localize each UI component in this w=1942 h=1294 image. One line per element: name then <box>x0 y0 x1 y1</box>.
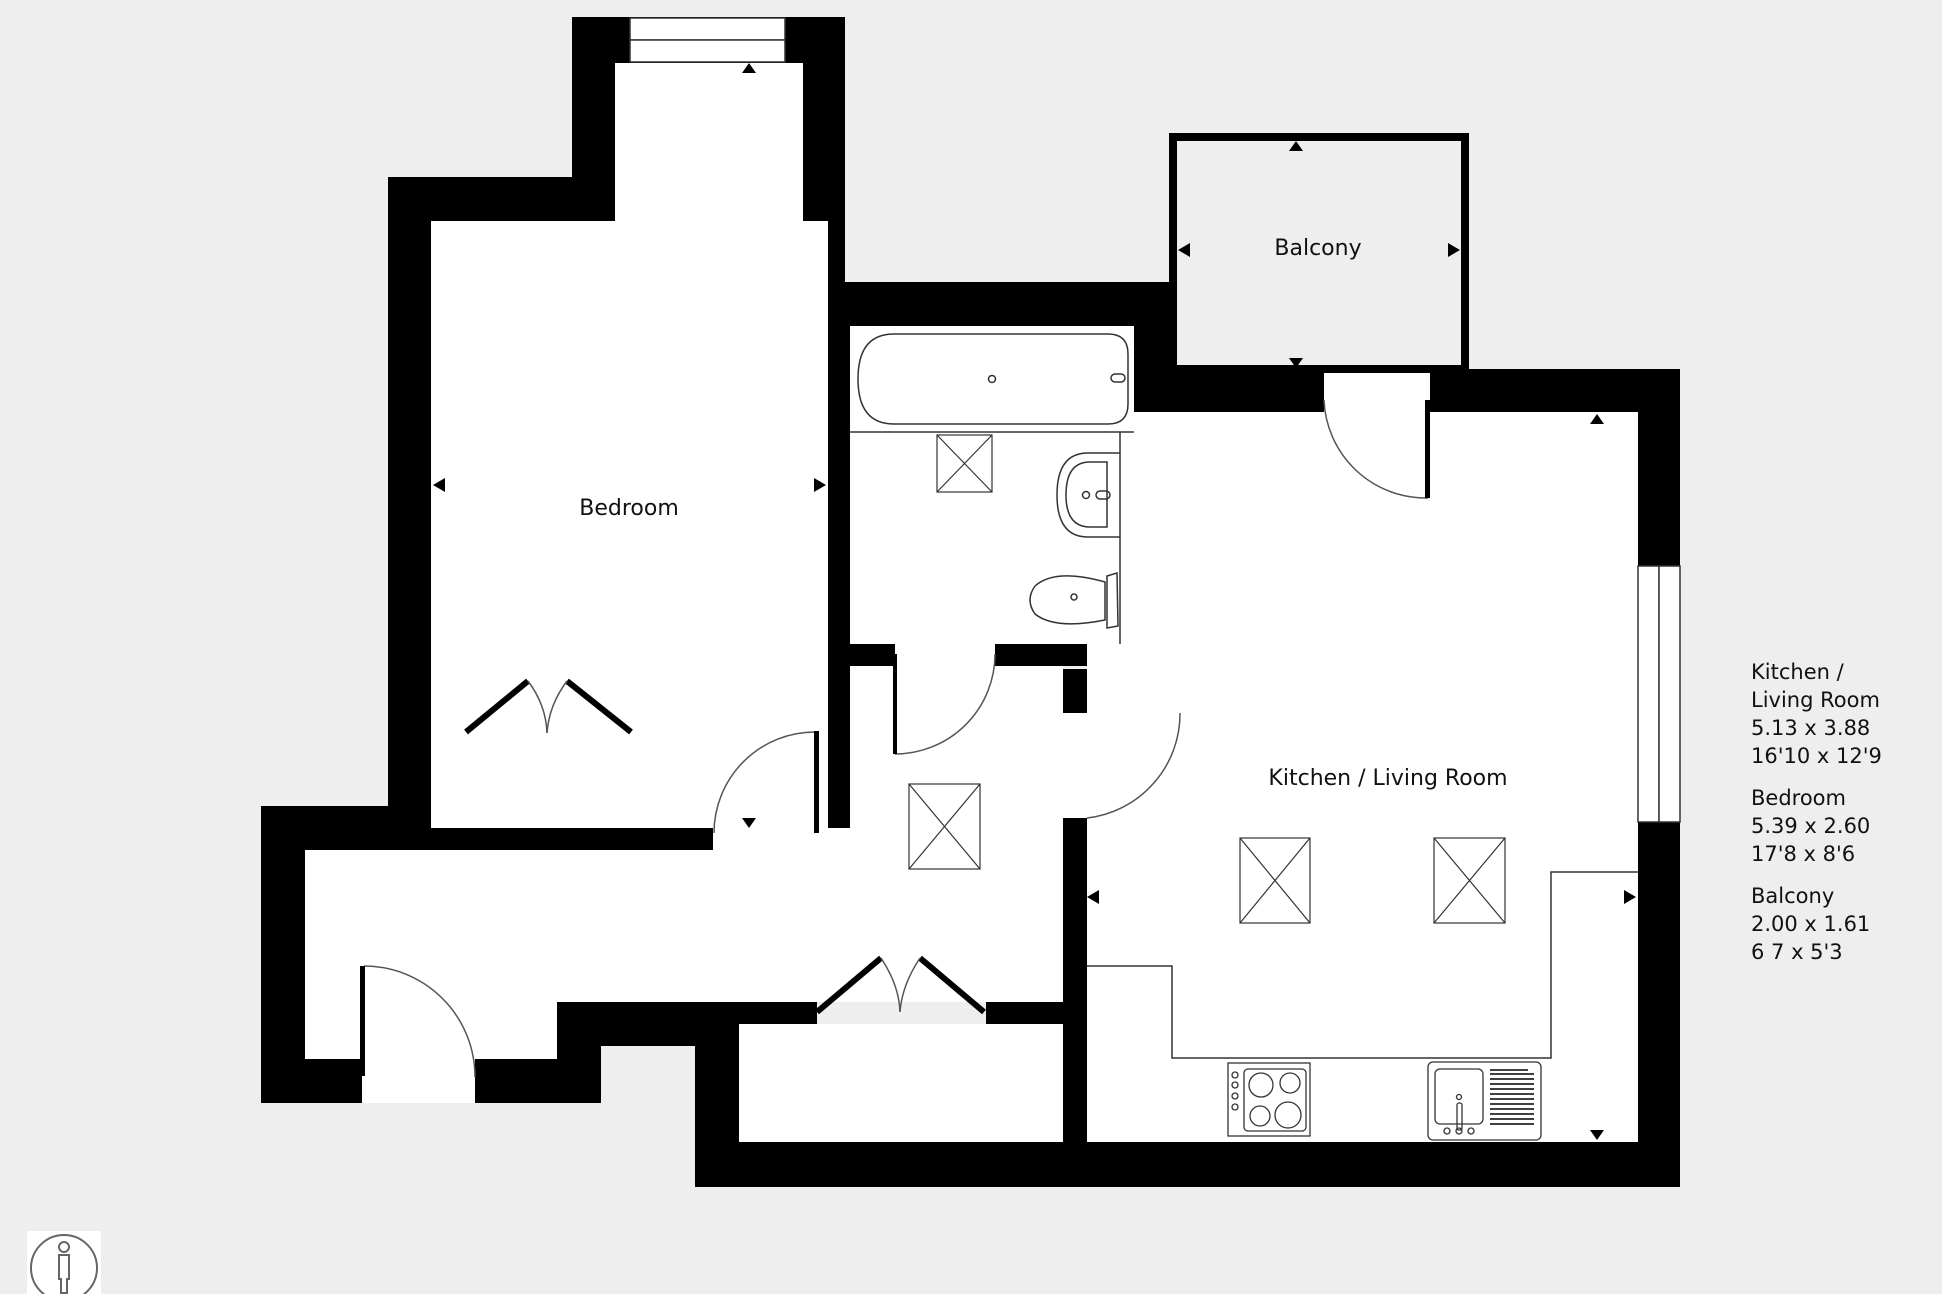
legend-metric: 2.00 x 1.61 <box>1751 912 1871 936</box>
ceiling-vent-bath <box>936 434 993 493</box>
legend-room-name: Balcony <box>1751 884 1835 908</box>
legend-room-name: Living Room <box>1751 688 1880 712</box>
hob <box>1227 1062 1311 1137</box>
room-label-bedroom: Bedroom <box>579 496 679 521</box>
legend-imperial: 6 7 x 5'3 <box>1751 940 1843 964</box>
legend-imperial: 17'8 x 8'6 <box>1751 842 1856 866</box>
arrow-down-icon <box>742 818 756 828</box>
legend-imperial: 16'10 x 12'9 <box>1751 744 1882 768</box>
floors <box>305 63 1638 1142</box>
kitchen-counter <box>1087 871 1638 1059</box>
arrow-left-icon <box>433 478 445 492</box>
wardrobe-bedroom <box>464 678 633 735</box>
sink <box>1427 1061 1542 1141</box>
window-kitchen <box>1637 565 1681 823</box>
legend-entry-kitchen-living: Kitchen / Living Room 5.13 x 3.88 16'10 … <box>1751 658 1882 770</box>
legend-entry-bedroom: Bedroom 5.39 x 2.60 17'8 x 8'6 <box>1751 784 1882 868</box>
door-leaves <box>360 400 1430 1076</box>
arrow-up-icon <box>742 63 756 73</box>
door-swings <box>363 399 1429 1078</box>
wardrobe-hall <box>815 955 986 1015</box>
dimensions-legend: Kitchen / Living Room 5.13 x 3.88 16'10 … <box>1751 658 1882 980</box>
legend-metric: 5.39 x 2.60 <box>1751 814 1871 838</box>
bathtub <box>850 333 1134 433</box>
arrow-left-icon <box>1087 890 1099 904</box>
legend-metric: 5.13 x 3.88 <box>1751 716 1871 740</box>
legend-room-name: Kitchen / <box>1751 660 1844 684</box>
person-in-circle-icon <box>27 1231 101 1294</box>
toilet <box>1029 571 1119 629</box>
arrow-up-icon <box>1590 414 1604 424</box>
arrow-up-icon <box>1289 141 1303 151</box>
room-label-balcony: Balcony <box>1274 236 1362 261</box>
legend-entry-balcony: Balcony 2.00 x 1.61 6 7 x 5'3 <box>1751 882 1882 966</box>
arrow-down-icon <box>1289 358 1303 368</box>
arrow-down-icon <box>1590 1130 1604 1140</box>
arrow-left-icon <box>1178 243 1190 257</box>
arrow-right-icon <box>1624 890 1636 904</box>
ceiling-vents <box>908 783 1506 924</box>
room-label-kitchen-living: Kitchen / Living Room <box>1268 766 1508 791</box>
arrow-right-icon <box>1448 243 1460 257</box>
window-bedroom <box>629 17 786 63</box>
basin <box>1056 432 1121 644</box>
balcony-outline <box>1169 133 1469 373</box>
legend-room-name: Bedroom <box>1751 786 1846 810</box>
dimension-arrows <box>433 63 1636 1140</box>
arrow-right-icon <box>814 478 826 492</box>
